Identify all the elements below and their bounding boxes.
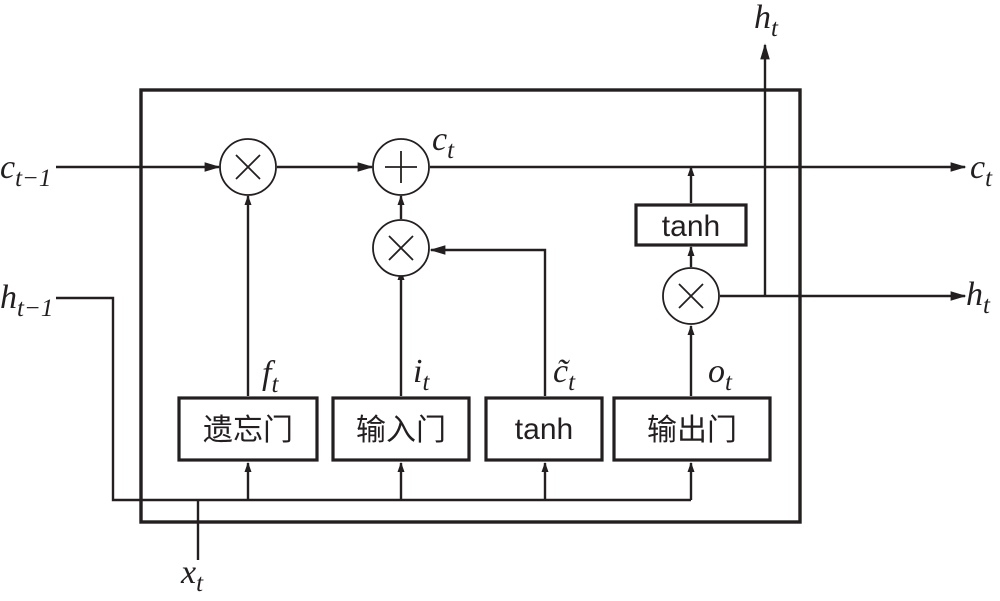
cell-tanh-label: tanh (662, 210, 720, 243)
forget-gate-label: 遗忘门 (203, 413, 293, 448)
forget-multiply-operator (219, 138, 277, 196)
cell-tanh-box: tanh (634, 203, 748, 247)
input-multiply-operator (372, 219, 430, 277)
h-out-label: ht (966, 276, 991, 319)
c-tilde-line (429, 245, 547, 396)
c-tilde-label: c̃t (553, 353, 576, 396)
output-gate-box: 输出门 (612, 396, 772, 462)
x-input-label: xt (180, 554, 204, 597)
f-label: ft (262, 355, 279, 398)
input-gate-label: 输入门 (356, 413, 446, 448)
cell-add-operator (372, 138, 430, 196)
forget-gate-box: 遗忘门 (177, 396, 319, 462)
i-label: it (413, 353, 430, 396)
input-gate-box: 输入门 (331, 396, 471, 462)
cell-frame (139, 88, 802, 524)
c-out-label: ct (970, 149, 993, 192)
candidate-tanh-box: tanh (484, 396, 604, 462)
o-label: ot (708, 353, 733, 396)
c-mid-label: ct (432, 121, 455, 164)
output-gate-label: 输出门 (647, 413, 737, 448)
h-prev-label: ht−1 (0, 279, 53, 322)
h-top-label: ht (754, 0, 779, 42)
candidate-tanh-label: tanh (515, 413, 573, 446)
output-multiply-operator (662, 267, 720, 325)
c-prev-label: ct−1 (0, 149, 51, 192)
